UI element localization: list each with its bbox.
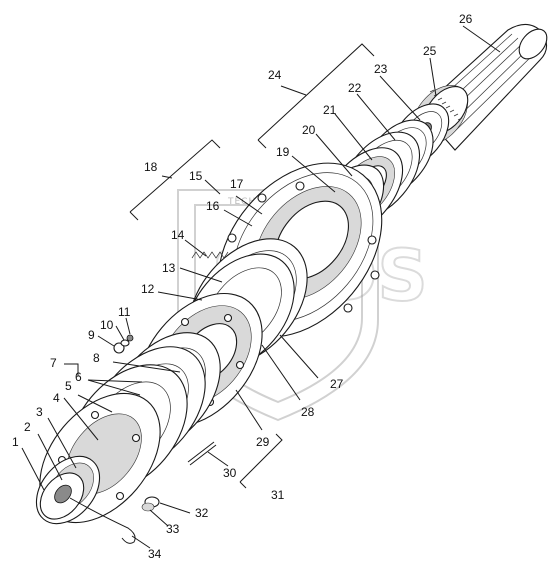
callout-5: 5 <box>65 379 72 393</box>
callout-11: 11 <box>118 305 131 319</box>
callout-27: 27 <box>330 377 344 391</box>
callout-34: 34 <box>148 547 162 561</box>
callout-15: 15 <box>189 169 203 183</box>
callout-12: 12 <box>141 282 155 296</box>
callout-29: 29 <box>256 435 270 449</box>
callout-14: 14 <box>171 228 185 242</box>
callout-32: 32 <box>195 506 209 520</box>
callout-7: 7 <box>50 356 57 370</box>
callout-21: 21 <box>323 103 337 117</box>
callout-4: 4 <box>53 391 60 405</box>
end-plate <box>39 392 161 524</box>
callout-8: 8 <box>93 351 100 365</box>
leader-lines <box>21 25 501 549</box>
washer-32-33 <box>141 496 160 512</box>
callout-6: 6 <box>75 370 82 384</box>
callout-labels: 1 2 3 4 5 6 7 8 9 10 11 12 13 14 15 16 1… <box>12 12 473 561</box>
callout-18: 18 <box>144 160 158 174</box>
callout-19: 19 <box>276 145 290 159</box>
callout-10: 10 <box>100 318 114 332</box>
spring-14 <box>191 251 229 259</box>
callout-33: 33 <box>166 522 180 536</box>
callout-23: 23 <box>374 62 388 76</box>
callout-31: 31 <box>271 488 285 502</box>
callout-22: 22 <box>348 81 362 95</box>
hub-nut <box>35 455 101 525</box>
callout-24: 24 <box>268 68 282 82</box>
callout-1: 1 <box>12 435 19 449</box>
callout-2: 2 <box>24 420 31 434</box>
cotter-pin <box>69 497 136 544</box>
callout-9: 9 <box>88 328 95 342</box>
callout-26: 26 <box>459 12 473 26</box>
callout-28: 28 <box>301 405 315 419</box>
callout-30: 30 <box>223 466 237 480</box>
callout-3: 3 <box>36 405 43 419</box>
pin-30 <box>187 441 217 466</box>
callout-20: 20 <box>302 123 316 137</box>
callout-25: 25 <box>423 44 437 58</box>
bolt-9-10-11 <box>113 334 134 354</box>
callout-13: 13 <box>162 261 176 275</box>
callout-17: 17 <box>230 177 244 191</box>
callout-16: 16 <box>206 199 220 213</box>
